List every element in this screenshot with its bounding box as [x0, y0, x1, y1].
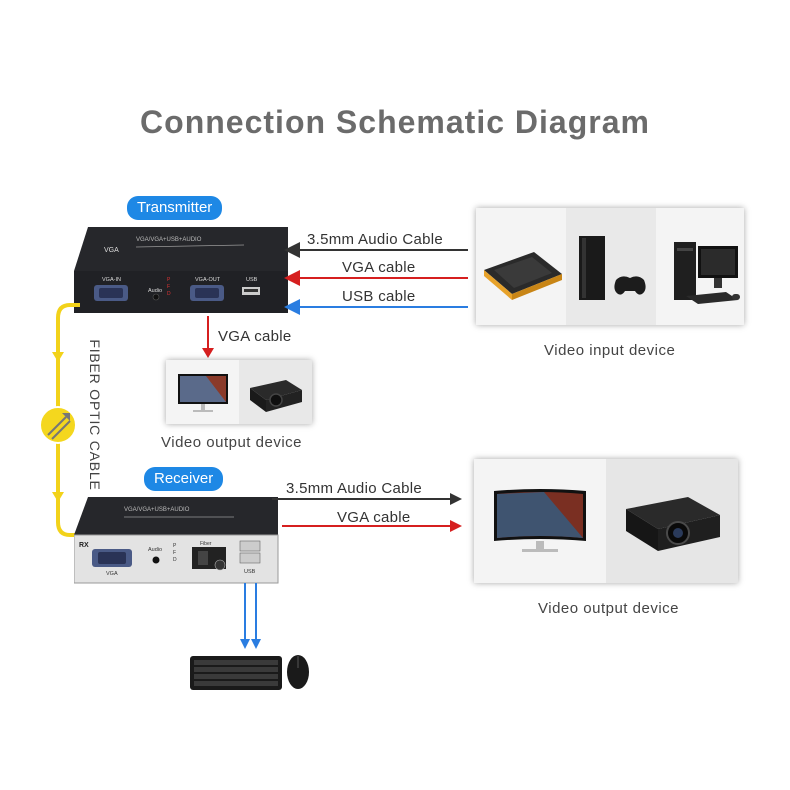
transmitter-device: VGA/VGA+USB+AUDIO VGA VGA-IN Audio P F D… — [74, 225, 289, 315]
transmitter-label: Transmitter — [127, 196, 223, 220]
transmitter-brand: VGA — [104, 247, 119, 254]
rx-projector-icon — [626, 497, 720, 551]
rx-port-label-usb: USB — [244, 569, 256, 575]
receiver-output-arrows — [272, 493, 462, 532]
rx-port-label-vga: VGA — [106, 571, 118, 577]
rx-port-label-fiber: Fiber — [200, 541, 212, 547]
port-label-vga-in: VGA-IN — [102, 277, 121, 283]
tx-audio-cable-label: 3.5mm Audio Cable — [307, 231, 444, 248]
projector-icon — [250, 380, 302, 412]
rx-usb-port-1 — [239, 540, 261, 552]
tx-video-output-device-caption: Video output device — [161, 434, 302, 451]
transmitter-top-text: VGA/VGA+USB+AUDIO — [136, 237, 202, 243]
curved-monitor-icon — [494, 489, 586, 552]
game-console-icon — [579, 236, 646, 300]
video-input-device-caption: Video input device — [544, 342, 676, 359]
tx-out-vga-cable-label: VGA cable — [218, 328, 292, 345]
transmitter-input-arrows — [284, 242, 468, 315]
fiber-optic-cable — [39, 303, 80, 537]
receiver-model: RX — [79, 542, 89, 549]
fiber-coupling-icon — [39, 406, 77, 444]
desktop-computer-icon — [674, 242, 740, 304]
led-label-d: D — [167, 291, 171, 297]
monitor-icon — [178, 374, 228, 412]
receiver-device: VGA/VGA+USB+AUDIO RX VGA Audio P F D Fib… — [73, 495, 279, 585]
fiber-cable-label: FIBER OPTIC CABLE — [87, 339, 103, 491]
tx-video-output-device-panel — [166, 360, 312, 424]
keyboard-mouse-icon — [190, 655, 309, 690]
rx-video-output-device-panel — [474, 459, 738, 583]
receiver-label: Receiver — [144, 467, 224, 491]
rx-usb-arrows — [240, 583, 261, 649]
rx-audio-port — [152, 556, 160, 564]
set-top-box-icon — [484, 252, 562, 300]
led-label-p: P — [167, 277, 171, 283]
video-input-device-panel — [476, 208, 744, 325]
page-title: Connection Schematic Diagram — [140, 104, 650, 140]
mouse-icon — [287, 655, 309, 689]
rx-audio-cable-label: 3.5mm Audio Cable — [286, 480, 423, 497]
receiver-top-text: VGA/VGA+USB+AUDIO — [124, 507, 190, 513]
port-label-vga-out: VGA-OUT — [195, 277, 221, 283]
rx-vga-cable-label: VGA cable — [337, 509, 411, 526]
port-label-usb: USB — [246, 277, 258, 283]
rx-led-label-f: F — [173, 550, 176, 556]
tx-vga-cable-label: VGA cable — [342, 259, 416, 276]
rx-port-label-audio: Audio — [148, 547, 162, 553]
led-label-f: F — [167, 284, 170, 290]
rx-video-output-device-caption: Video output device — [538, 600, 679, 617]
port-label-audio: Audio — [148, 288, 162, 294]
fiber-cable-label-wrap: FIBER OPTIC CABLE — [85, 339, 105, 491]
rx-led-label-d: D — [173, 557, 177, 563]
rx-led-label-p: P — [173, 543, 177, 549]
rx-usb-port-2 — [239, 552, 261, 564]
tx-vga-out-arrow — [202, 316, 214, 358]
tx-usb-cable-label: USB cable — [342, 288, 416, 305]
audio-port — [152, 293, 160, 301]
keyboard-icon — [190, 656, 282, 690]
